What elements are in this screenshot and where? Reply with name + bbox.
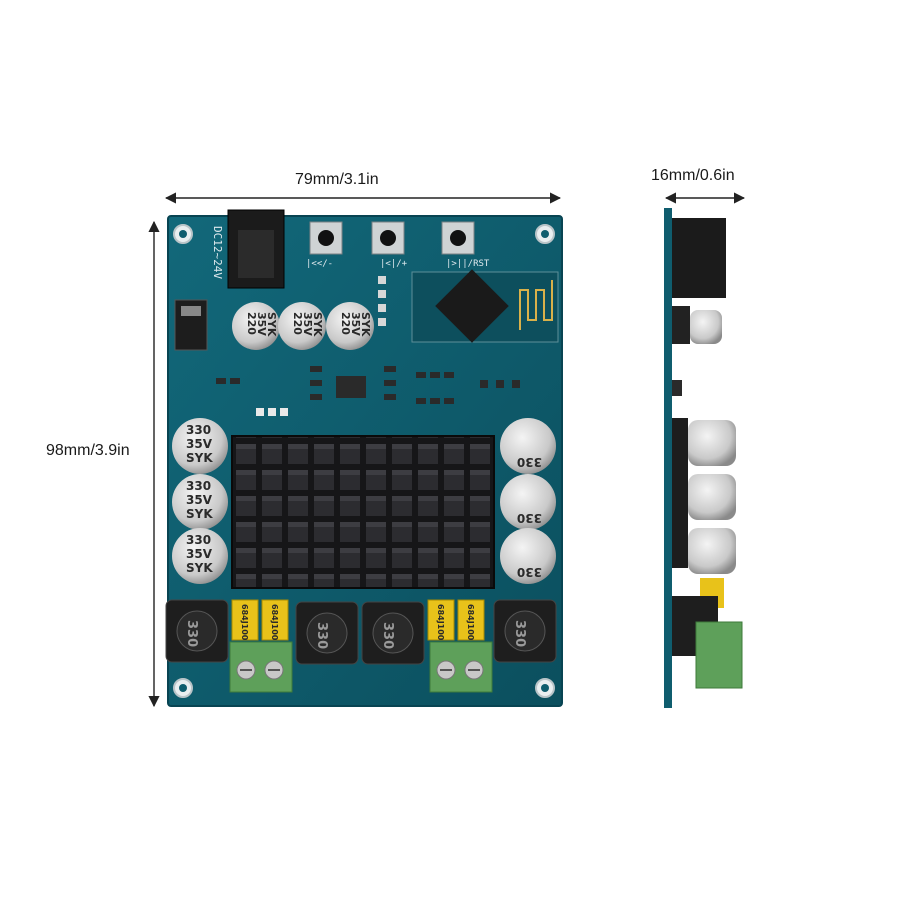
svg-text:330: 330 [517, 565, 542, 579]
height-dimension-label: 98mm/3.9in [46, 442, 130, 459]
width-dimension-label: 79mm/3.1in [295, 171, 379, 188]
svg-text:330: 330 [512, 620, 527, 647]
svg-text:SYK: SYK [186, 561, 213, 575]
power-input-silkscreen: DC12~24V [211, 226, 224, 279]
screw-terminal-right [429, 641, 493, 693]
film-capacitor-1: 684J100 [231, 599, 259, 641]
svg-text:SYK: SYK [311, 312, 324, 337]
pcb-front-view: DC12~24V |<</- |<|/+ |>||/RST 220 35V SY… [165, 209, 563, 707]
svg-text:SYK: SYK [186, 451, 213, 465]
svg-text:330: 330 [314, 622, 329, 649]
svg-text:35V: 35V [301, 312, 314, 336]
inductor-4: 330 [493, 599, 557, 663]
button-play-reset [441, 221, 475, 255]
svg-text:SYK: SYK [265, 312, 278, 337]
button-label-next: |<|/+ [380, 259, 408, 269]
svg-text:SYK: SYK [359, 312, 372, 337]
svg-text:330: 330 [380, 622, 395, 649]
voltage-regulator [174, 299, 208, 351]
svg-text:220: 220 [245, 312, 258, 335]
film-capacitor-4: 684J100 [457, 599, 485, 641]
large-capacitor-right-1: 330 [500, 418, 556, 474]
bluetooth-module [411, 269, 559, 343]
large-capacitor-left-1: 330 35V SYK [172, 418, 228, 474]
svg-text:330: 330 [184, 620, 199, 647]
svg-text:684J100: 684J100 [436, 604, 445, 641]
svg-text:220: 220 [339, 312, 352, 335]
svg-text:330: 330 [186, 533, 211, 547]
button-label-prev: |<</- [306, 259, 333, 269]
button-prev [309, 221, 343, 255]
inductor-1: 330 [165, 599, 229, 663]
inductor-2: 330 [295, 601, 359, 665]
svg-text:SYK: SYK [186, 507, 213, 521]
inductor-3: 330 [361, 601, 425, 665]
svg-text:35V: 35V [255, 312, 268, 336]
large-capacitor-right-2: 330 [500, 474, 556, 530]
svg-text:35V: 35V [186, 547, 213, 561]
svg-text:684J100: 684J100 [466, 604, 475, 641]
small-capacitor-3: 220 35V SYK [326, 302, 374, 350]
depth-dimension-label: 16mm/0.6in [651, 167, 735, 184]
svg-text:35V: 35V [186, 493, 213, 507]
svg-text:684J100: 684J100 [240, 604, 249, 641]
pcb-side-view [664, 208, 743, 708]
svg-text:35V: 35V [186, 437, 213, 451]
svg-text:330: 330 [517, 511, 542, 525]
svg-text:330: 330 [517, 455, 542, 469]
svg-text:330: 330 [186, 423, 211, 437]
film-capacitor-2: 684J100 [261, 599, 289, 641]
large-capacitor-left-3: 330 35V SYK [172, 528, 228, 584]
svg-text:330: 330 [186, 479, 211, 493]
film-capacitor-3: 684J100 [427, 599, 455, 641]
large-capacitor-left-2: 330 35V SYK [172, 474, 228, 530]
svg-text:220: 220 [291, 312, 304, 335]
small-capacitor-1: 220 35V SYK [232, 302, 280, 350]
svg-text:684J100: 684J100 [270, 604, 279, 641]
screw-terminal-left [229, 641, 293, 693]
small-capacitor-2: 220 35V SYK [278, 302, 326, 350]
heatsink [231, 435, 495, 589]
button-next [371, 221, 405, 255]
header-pins [378, 276, 386, 326]
button-label-rst: |>||/RST [446, 259, 490, 269]
large-capacitor-right-3: 330 [500, 528, 556, 584]
svg-text:35V: 35V [349, 312, 362, 336]
